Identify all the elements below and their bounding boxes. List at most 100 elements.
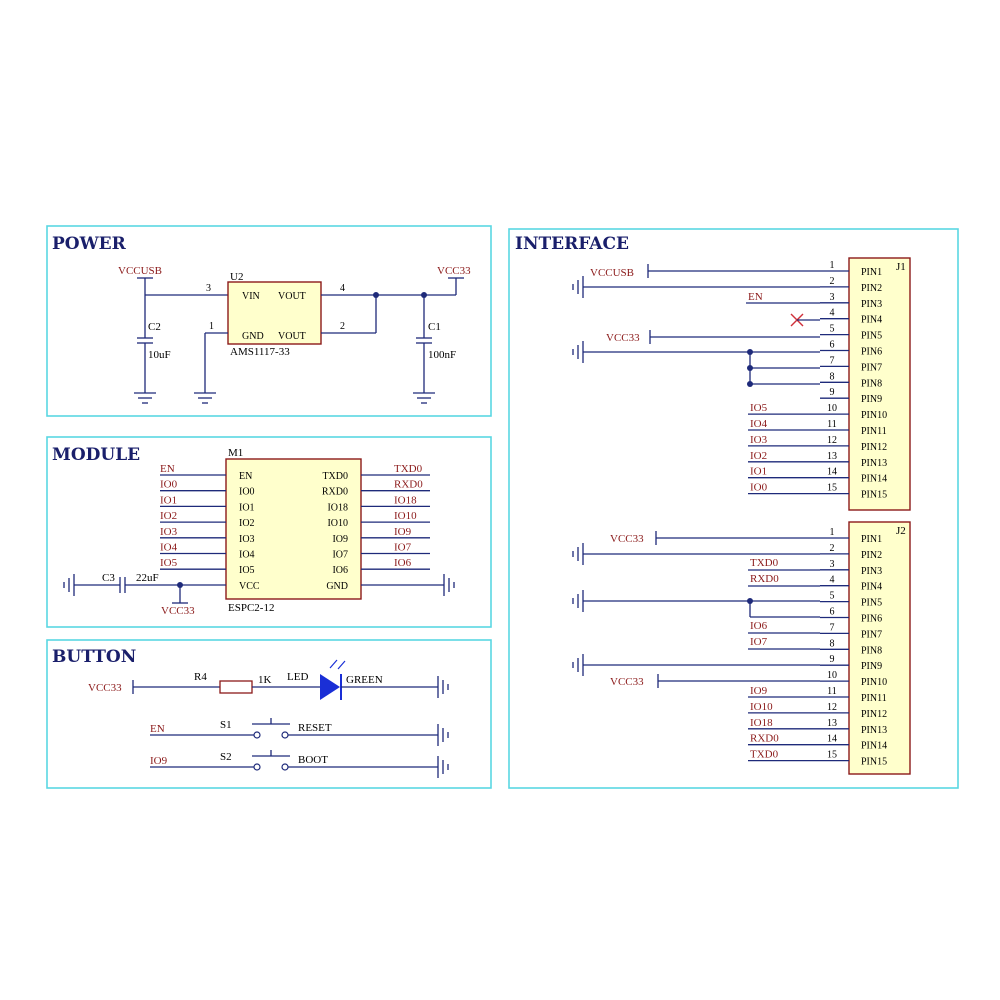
j2-io6-label: IO6 xyxy=(750,620,768,632)
led-ref: LED xyxy=(287,671,308,683)
connector-net-label: IO9 xyxy=(750,685,768,697)
ground-icon xyxy=(572,276,584,298)
connector-pin-number: 7 xyxy=(830,622,835,633)
j1-vccusb-label: VCCUSB xyxy=(590,267,634,279)
connector-pin-label: PIN10 xyxy=(861,410,887,421)
j2-vcc33-mid-label: VCC33 xyxy=(610,676,644,688)
connector-net-label: IO1 xyxy=(750,466,767,478)
connector-pin-number: 6 xyxy=(830,607,835,618)
u2-pin3: 3 xyxy=(206,283,211,294)
connector-pin-number: 15 xyxy=(827,483,837,494)
m1-pin-left: IO2 xyxy=(239,518,255,529)
m1-pin-right: IO18 xyxy=(327,502,348,513)
m1-pin-left: IO3 xyxy=(239,534,255,545)
connector-pin-label: PIN2 xyxy=(861,283,882,294)
u2-pin2: 2 xyxy=(340,321,345,332)
ground-icon xyxy=(437,756,449,778)
connector-net-label: IO5 xyxy=(750,402,768,414)
connector-pin-label: PIN14 xyxy=(861,741,887,752)
c2-value: 10uF xyxy=(148,349,171,361)
m1-pin-right: IO10 xyxy=(327,518,348,529)
connector-pin-number: 3 xyxy=(830,559,835,570)
connector-pin-number: 14 xyxy=(827,467,837,478)
connector-pin-number: 4 xyxy=(830,308,835,319)
connector-pin-label: PIN6 xyxy=(861,614,882,625)
connector-pin-label: PIN8 xyxy=(861,645,882,656)
r4-value: 1K xyxy=(258,674,272,686)
connector-pin-label: PIN14 xyxy=(861,474,887,485)
connector-pin-label: PIN4 xyxy=(861,582,882,593)
connector-pin-number: 12 xyxy=(827,435,837,446)
connector-net-label: TXD0 xyxy=(750,749,779,761)
connector-pin-number: 1 xyxy=(830,260,835,271)
s1-en-label: EN xyxy=(150,723,165,735)
interface-title: INTERFACE xyxy=(515,234,629,254)
button-vcc33-label: VCC33 xyxy=(88,682,122,694)
j1-pins: 1PIN12PIN23PIN34PIN45PIN56PIN67PIN78PIN8… xyxy=(820,260,887,501)
connector-net-label: IO0 xyxy=(750,482,768,494)
module-panel-border xyxy=(46,436,492,628)
connector-pin-label: PIN9 xyxy=(861,394,882,405)
connector-pin-label: PIN1 xyxy=(861,267,882,278)
m1-module xyxy=(225,458,362,600)
c3-value: 22uF xyxy=(136,572,159,584)
s2-name: BOOT xyxy=(298,754,328,766)
connector-pin-label: PIN1 xyxy=(861,534,882,545)
module-net-right: IO6 xyxy=(394,557,412,569)
connector-pin-number: 4 xyxy=(830,575,835,586)
button-title: BUTTON xyxy=(52,647,136,667)
j2-pins: 1PIN12PIN23PIN34PIN45PIN56PIN67PIN78PIN8… xyxy=(820,527,887,768)
connector-pin-label: PIN2 xyxy=(861,550,882,561)
ground-icon xyxy=(194,392,216,404)
u2-regulator xyxy=(227,281,322,345)
module-panel: MODULE M1 ESPC2-12 ENENIO0IO0IO1IO1IO2IO… xyxy=(46,436,492,628)
connector-pin-number: 11 xyxy=(827,686,837,697)
connector-pin-label: PIN5 xyxy=(861,598,882,609)
r4-resistor xyxy=(219,680,253,694)
power-title: POWER xyxy=(52,234,127,254)
connector-pin-label: PIN12 xyxy=(861,442,887,453)
connector-pin-number: 14 xyxy=(827,734,837,745)
module-title: MODULE xyxy=(52,445,140,465)
connector-net-label: IO2 xyxy=(750,450,767,462)
m1-pin-right: TXD0 xyxy=(322,471,348,482)
ground-icon xyxy=(437,676,449,698)
m1-right-pins: TXD0TXD0RXD0RXD0IO18IO18IO10IO10IO9IO9IO… xyxy=(322,463,430,592)
connector-pin-label: PIN15 xyxy=(861,490,887,501)
connector-pin-number: 10 xyxy=(827,403,837,414)
connector-pin-number: 1 xyxy=(830,527,835,538)
connector-pin-number: 2 xyxy=(830,543,835,554)
connector-net-label: IO4 xyxy=(750,418,768,430)
ground-icon xyxy=(63,574,75,596)
ground-icon xyxy=(572,654,584,676)
vcc33-label: VCC33 xyxy=(437,265,471,277)
module-net-right: IO10 xyxy=(394,510,417,522)
c3-ref: C3 xyxy=(102,572,115,584)
m1-pin-right: IO9 xyxy=(332,534,348,545)
module-net-right: IO18 xyxy=(394,494,417,506)
u2-vin: VIN xyxy=(242,291,260,302)
connector-pin-label: PIN11 xyxy=(861,426,887,437)
m1-pin-right: IO6 xyxy=(332,565,348,576)
connector-pin-number: 8 xyxy=(830,371,835,382)
s1-name: RESET xyxy=(298,722,332,734)
j1-ref: J1 xyxy=(896,261,906,273)
connector-pin-label: PIN4 xyxy=(861,315,882,326)
m1-pin-left: IO1 xyxy=(239,502,255,513)
m1-pin-left: EN xyxy=(239,471,252,482)
led-color: GREEN xyxy=(346,674,383,686)
j1-en-label: EN xyxy=(748,291,763,303)
connector-pin-label: PIN7 xyxy=(861,362,882,373)
connector-pin-number: 3 xyxy=(830,292,835,303)
m1-pin-left: IO4 xyxy=(239,550,255,561)
m1-part: ESPC2-12 xyxy=(228,602,274,614)
c2-ref: C2 xyxy=(148,321,161,333)
connector-pin-label: PIN7 xyxy=(861,629,882,640)
m1-pin-left: IO5 xyxy=(239,565,255,576)
j2-rxd0-label: RXD0 xyxy=(750,573,779,585)
module-vcc33-label: VCC33 xyxy=(161,605,195,617)
m1-ref: M1 xyxy=(228,447,243,459)
connector-pin-label: PIN5 xyxy=(861,331,882,342)
